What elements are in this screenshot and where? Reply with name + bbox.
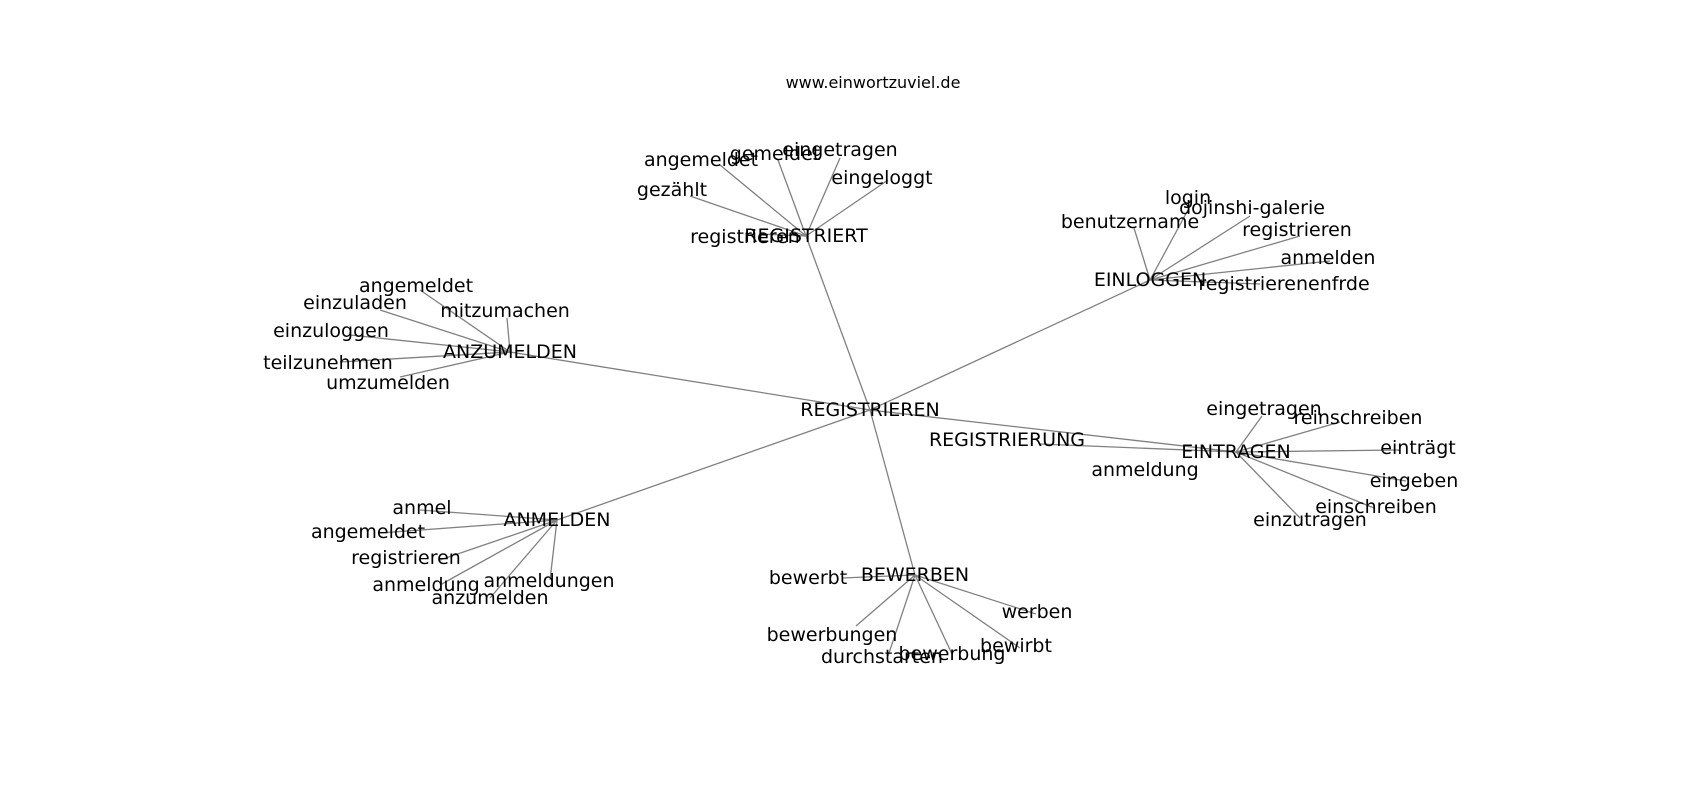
node-leaf-bewerben-werben: werben: [1002, 601, 1073, 623]
edge-bewerben-1: [914, 574, 1037, 615]
node-leaf-einloggen-registrieren: registrieren: [1242, 219, 1352, 241]
node-leaf-anmelden-angemeldet: angemeldet: [311, 521, 425, 543]
node-leaf-registriert-gezaehlt: gezählt: [637, 179, 707, 201]
edge-anmelden-3: [439, 519, 558, 586]
node-leaf-eintragen-eingetragen: eingetragen: [1206, 398, 1321, 420]
edge-center-eintragen: [869, 409, 1237, 453]
node-leaf-registriert-angemeldet: angemeldet: [644, 149, 758, 171]
node-hub-bewerben: BEWERBEN: [861, 564, 969, 586]
edge-anmelden-0: [419, 509, 558, 521]
edge-bewerben-3: [914, 574, 1021, 649]
edge-registriert-5: [759, 233, 807, 237]
node-leaf-bewerben-bewerbung: bewerbung: [899, 643, 1006, 665]
node-leaf-eintragen-eingeben: eingeben: [1370, 470, 1459, 492]
node-leaf-anmelden-registrieren: registrieren: [351, 547, 461, 569]
edge-einloggen-3: [1149, 235, 1301, 281]
node-leaf-registriert-eingetragen: eingetragen: [782, 139, 897, 161]
edge-einloggen-1: [1149, 215, 1251, 281]
edge-eintragen-0: [1235, 415, 1263, 453]
edge-anmelden-1: [379, 519, 558, 534]
node-leaf-eintragen-einzutragen: einzutragen: [1253, 509, 1367, 531]
node-hub-registriert: REGISTRIERT: [744, 225, 868, 247]
node-leaf-einloggen-login: login: [1165, 187, 1211, 209]
node-leaf-anzumelden-einzuladen: einzuladen: [303, 292, 407, 314]
node-leaf-einloggen-dojinshi-galerie: dojinshi-galerie: [1179, 197, 1325, 219]
edge-registriert-1: [777, 159, 807, 237]
edge-registriert-2: [805, 157, 841, 237]
node-hub-einloggen: EINLOGGEN: [1094, 269, 1206, 291]
edge-registriert-0: [719, 164, 807, 237]
edge-anzumelden-3: [349, 334, 511, 353]
node-leaf-bewerben-durchstarten: durchstarten: [821, 646, 943, 668]
node-leaf-bewerben-bewerbt: bewerbt: [769, 567, 847, 589]
edge-einloggen-4: [1149, 260, 1331, 281]
graph-edges: [339, 157, 1407, 657]
edge-bewerben-4: [887, 574, 916, 657]
node-leaf-anzumelden-teilzunehmen: teilzunehmen: [263, 352, 393, 374]
edge-eintragen-2: [1235, 449, 1401, 453]
edge-bewerben-5: [914, 574, 953, 655]
graph-labels: www.einwortzuviel.de REGISTRIEREN REGISTR…: [263, 73, 1458, 668]
node-leaf-anmelden-anzumelden: anzumelden: [432, 587, 549, 609]
node-leaf-bewerben-bewirbt: bewirbt: [980, 635, 1052, 657]
edge-anzumelden-0: [419, 289, 511, 353]
edge-registriert-4: [689, 195, 807, 237]
node-hub-eintragen: EINTRAGEN: [1181, 441, 1290, 463]
edge-center-einloggen: [869, 279, 1151, 411]
node-leaf-registriert-registrieren: registrieren: [690, 226, 800, 248]
node-leaf-einloggen-registrierenenfrde: registrierenenfrde: [1198, 273, 1369, 295]
node-leaf-anzumelden-angemeldet: angemeldet: [359, 275, 473, 297]
node-leaf-eintragen-einschreiben: einschreiben: [1315, 496, 1437, 518]
edge-eintragen-1: [1235, 421, 1341, 453]
node-leaf-einloggen-benutzername: benutzername: [1061, 211, 1199, 233]
node-leaf-anmelden-anmeldung: anmeldung: [372, 574, 479, 596]
edge-center-anzumelden: [509, 351, 871, 411]
edge-anmelden-5: [489, 519, 558, 599]
edge-eintragen-4: [1235, 451, 1375, 509]
node-center: REGISTRIEREN: [800, 399, 939, 421]
site-title: www.einwortzuviel.de: [786, 73, 961, 92]
node-leaf-bewerben-bewerbungen: bewerbungen: [767, 624, 898, 646]
node-registrierung: REGISTRIERUNG: [929, 429, 1085, 451]
edge-anzumelden-5: [399, 351, 511, 378]
node-hub-anmelden: ANMELDEN: [503, 509, 610, 531]
edge-bewerben-0: [841, 574, 916, 579]
edge-registriert-3: [805, 179, 889, 237]
edge-eintragen-3: [1235, 451, 1407, 482]
node-leaf-registriert-gemeldet: gemeldet: [730, 143, 820, 165]
edge-anmelden-2: [439, 519, 558, 561]
node-leaf-eintragen-reinschreiben: reinschreiben: [1294, 407, 1423, 429]
edge-bewerben-2: [855, 574, 916, 627]
edge-einloggen-2: [1133, 227, 1151, 281]
node-leaf-anmelden-anmeldungen: anmeldungen: [483, 570, 614, 592]
node-leaf-anzumelden-umzumelden: umzumelden: [326, 372, 450, 394]
node-leaf-einloggen-anmelden: anmelden: [1281, 247, 1376, 269]
node-leaf-anmelden-anmel: anmel: [392, 497, 451, 519]
edge-einloggen-5: [1149, 279, 1261, 285]
edge-center-anmelden: [556, 409, 871, 521]
node-leaf-eintragen-anmeldung: anmeldung: [1091, 459, 1198, 481]
edge-center-bewerben: [869, 409, 916, 576]
edge-anzumelden-1: [379, 309, 511, 353]
edge-center-registriert: [805, 235, 871, 411]
node-leaf-anzumelden-mitzumachen: mitzumachen: [440, 300, 570, 322]
edge-anzumelden-4: [339, 351, 511, 363]
node-leaf-registriert-eingeloggt: eingeloggt: [831, 167, 932, 189]
edge-anzumelden-2: [506, 317, 511, 353]
node-leaf-eintragen-eintraegt: einträgt: [1380, 437, 1455, 459]
edge-eintragen-5: [1235, 451, 1301, 519]
node-leaf-anzumelden-einzuloggen: einzuloggen: [273, 320, 389, 342]
node-hub-anzumelden: ANZUMELDEN: [443, 341, 577, 363]
edge-eintragen-6: [1039, 443, 1237, 453]
edge-anmelden-4: [549, 519, 558, 581]
edge-einloggen-0: [1149, 209, 1189, 281]
